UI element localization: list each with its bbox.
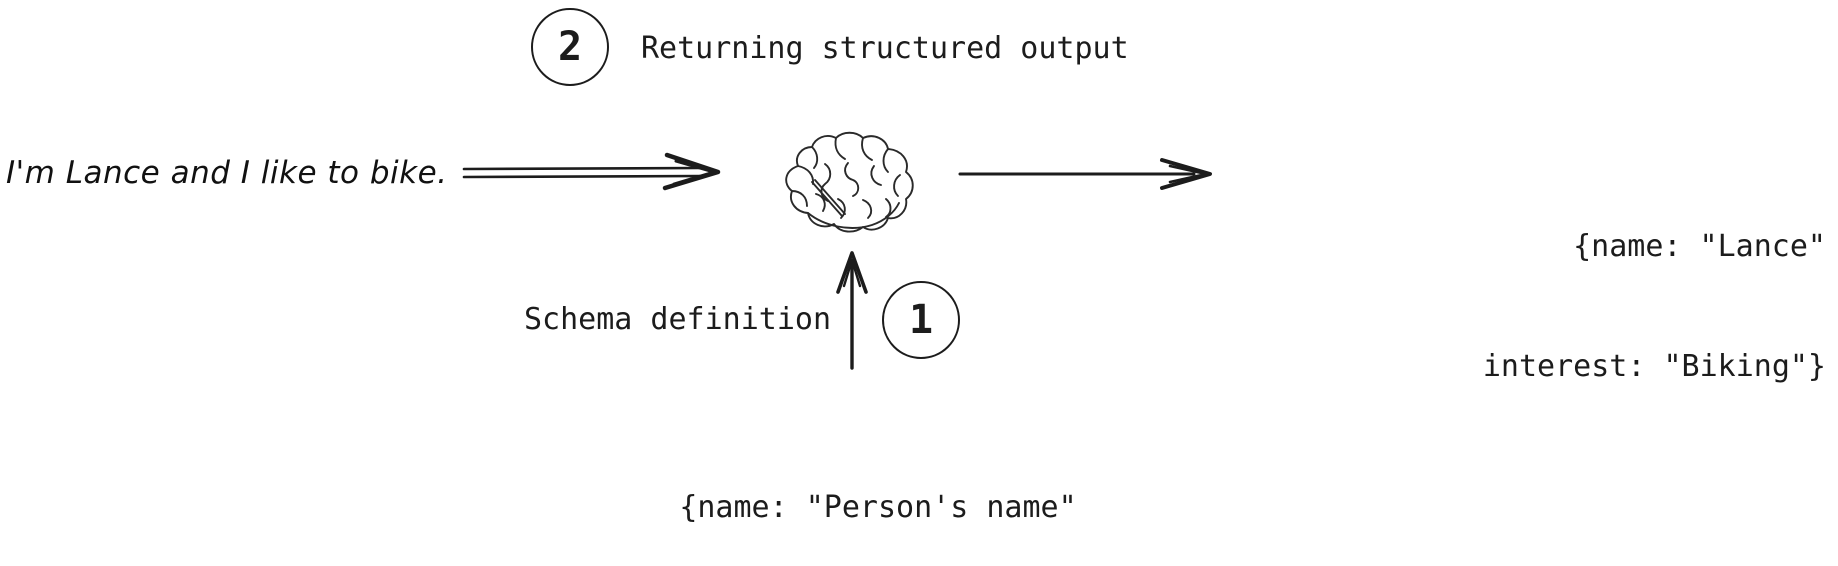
schema-to-model-arrow <box>830 250 880 370</box>
input-to-model-arrow <box>462 150 732 200</box>
step-badge-1-number: 1 <box>908 297 934 343</box>
step-badge-2: 2 <box>531 8 609 86</box>
schema-text: {name: "Person's name" interest: "Person… <box>478 408 1278 566</box>
model-to-output-arrow <box>958 152 1218 198</box>
step-2-label: Returning structured output <box>641 31 1129 66</box>
input-text: I'm Lance and I like to bike. <box>6 155 448 191</box>
step-badge-2-number: 2 <box>557 24 583 70</box>
brain-icon <box>768 120 928 245</box>
output-line-2: interest: "Biking"} <box>1482 349 1826 384</box>
output-text: {name: "Lance" interest: "Biking"} <box>1483 147 1826 467</box>
schema-line-1: {name: "Person's name" <box>679 490 1077 525</box>
output-line-1: {name: "Lance" <box>1573 229 1826 264</box>
schema-definition-label: Schema definition <box>524 302 832 337</box>
step-badge-1: 1 <box>882 281 960 359</box>
